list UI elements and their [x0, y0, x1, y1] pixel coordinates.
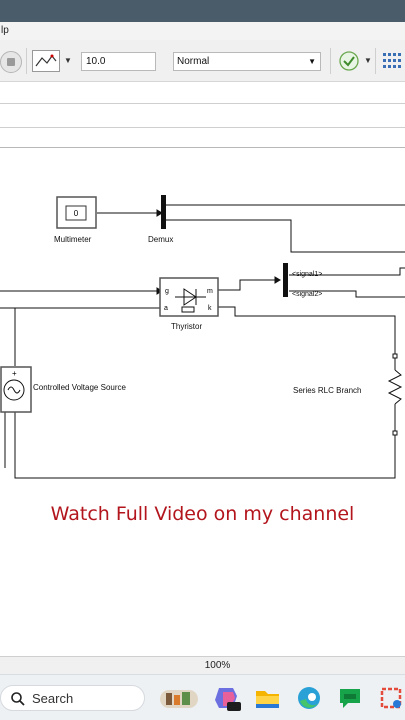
- snipping-tool-icon[interactable]: [377, 684, 405, 712]
- status-bar: 100%: [0, 656, 405, 674]
- simulation-mode-value: Normal: [177, 56, 210, 67]
- chat-icon[interactable]: [336, 684, 364, 712]
- wire: [14, 412, 396, 479]
- chevron-down-icon[interactable]: ▼: [64, 56, 72, 65]
- signal-line: [218, 279, 275, 291]
- signal1-label: <signal1>: [292, 271, 323, 278]
- demux-block: [161, 195, 166, 229]
- demux-label: Demux: [148, 235, 174, 244]
- multimeter-display: 0: [74, 209, 79, 218]
- demux2-block: [283, 263, 288, 297]
- thyristor-block: [159, 277, 219, 317]
- thyristor-label: Thyristor: [171, 322, 203, 331]
- stop-button[interactable]: [0, 51, 22, 73]
- multimeter-label: Multimeter: [54, 235, 92, 244]
- widgets-icon[interactable]: [158, 684, 200, 712]
- toolbar-separator: [26, 48, 27, 74]
- canvas-header: [0, 128, 405, 148]
- window-titlebar: [0, 0, 405, 22]
- signal-line: [360, 267, 405, 276]
- chevron-down-icon[interactable]: ▼: [364, 56, 372, 65]
- stop-time-input[interactable]: [81, 52, 156, 71]
- taskbar-search[interactable]: Search: [0, 685, 145, 711]
- toolbar-separator: [330, 48, 331, 74]
- wire: [218, 306, 396, 356]
- signal-line: [289, 290, 405, 298]
- data-inspector-button[interactable]: [32, 50, 60, 72]
- zoom-level: 100%: [204, 660, 231, 671]
- promo-overlay-text: Watch Full Video on my channel: [50, 503, 355, 525]
- cvs-block: [0, 366, 32, 413]
- arrowhead: [274, 276, 281, 284]
- search-icon: [11, 692, 25, 706]
- model-canvas[interactable]: 0 g a m k + M: [0, 148, 405, 656]
- toolbar-separator: [375, 48, 376, 74]
- copilot-icon[interactable]: [213, 684, 241, 712]
- multimeter-block: [56, 196, 97, 229]
- file-explorer-icon[interactable]: [253, 684, 281, 712]
- model-advisor-button[interactable]: [338, 50, 360, 72]
- grid-icon: [383, 53, 401, 68]
- chevron-down-icon: ▼: [308, 57, 316, 66]
- model-browser-bar: [0, 104, 405, 128]
- thyristor-port-k: k: [208, 305, 212, 312]
- simulation-mode-select[interactable]: Normal ▼: [173, 52, 321, 71]
- thyristor-port-a: a: [164, 305, 168, 312]
- cvs-plus: +: [12, 369, 17, 378]
- thyristor-port-m: m: [207, 288, 213, 295]
- arrowhead: [156, 209, 163, 217]
- rlc-label: Series RLC Branch: [293, 386, 362, 395]
- search-label: Search: [32, 691, 74, 706]
- toolbar: ▼ Normal ▼ ▼: [0, 40, 405, 82]
- taskbar: Search: [0, 674, 405, 720]
- wire: [14, 307, 160, 366]
- check-circle-icon: [339, 51, 359, 71]
- edge-icon[interactable]: [295, 684, 323, 712]
- rlc-block: [387, 353, 403, 436]
- tab-bar: [0, 82, 405, 104]
- library-browser-button[interactable]: [380, 50, 405, 72]
- thyristor-port-g: g: [165, 288, 169, 295]
- signal-wave-icon: [35, 54, 57, 67]
- cvs-label: Controlled Voltage Source: [33, 383, 126, 392]
- block-diagram: 0 g a m k +: [0, 195, 405, 479]
- signal2-label: <signal2>: [292, 291, 323, 298]
- signal-line: [166, 219, 405, 253]
- menu-help[interactable]: lp: [1, 25, 9, 36]
- menu-bar: lp: [0, 22, 405, 40]
